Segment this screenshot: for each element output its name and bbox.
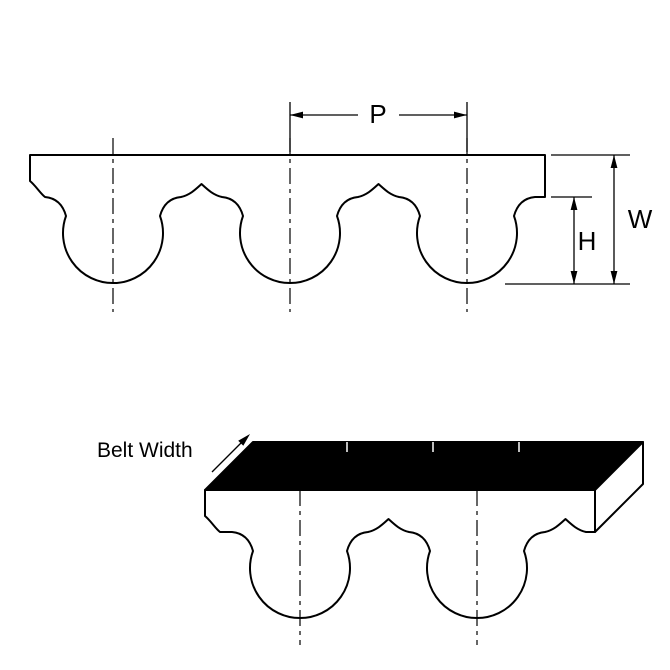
belt-width-callout: Belt Width [97,434,250,473]
pitch-arrow-right [454,111,467,119]
belt-width-label: Belt Width [97,439,193,462]
belt-top-face [204,441,644,491]
h-arrow-bottom [570,271,578,284]
belt-width-arrowhead [238,434,250,446]
thickness-dimension: W [505,154,653,285]
w-label: W [628,204,653,234]
belt-width-arrow-shaft [211,440,244,473]
h-arrow-top [570,197,578,210]
w-arrow-bottom [610,271,618,284]
tooth-height-dimension: H [551,196,597,284]
pitch-arrow-left [290,111,303,119]
w-arrow-top [610,155,618,168]
h-label: H [578,226,597,256]
belt-cross-section-outline [29,154,546,284]
belt-profile-section: P W H [29,99,653,312]
pitch-label: P [369,99,386,129]
belt-3d-view: Belt Width [97,434,644,645]
pitch-dimension: P [289,99,468,152]
belt-3d-front-profile [204,489,596,619]
